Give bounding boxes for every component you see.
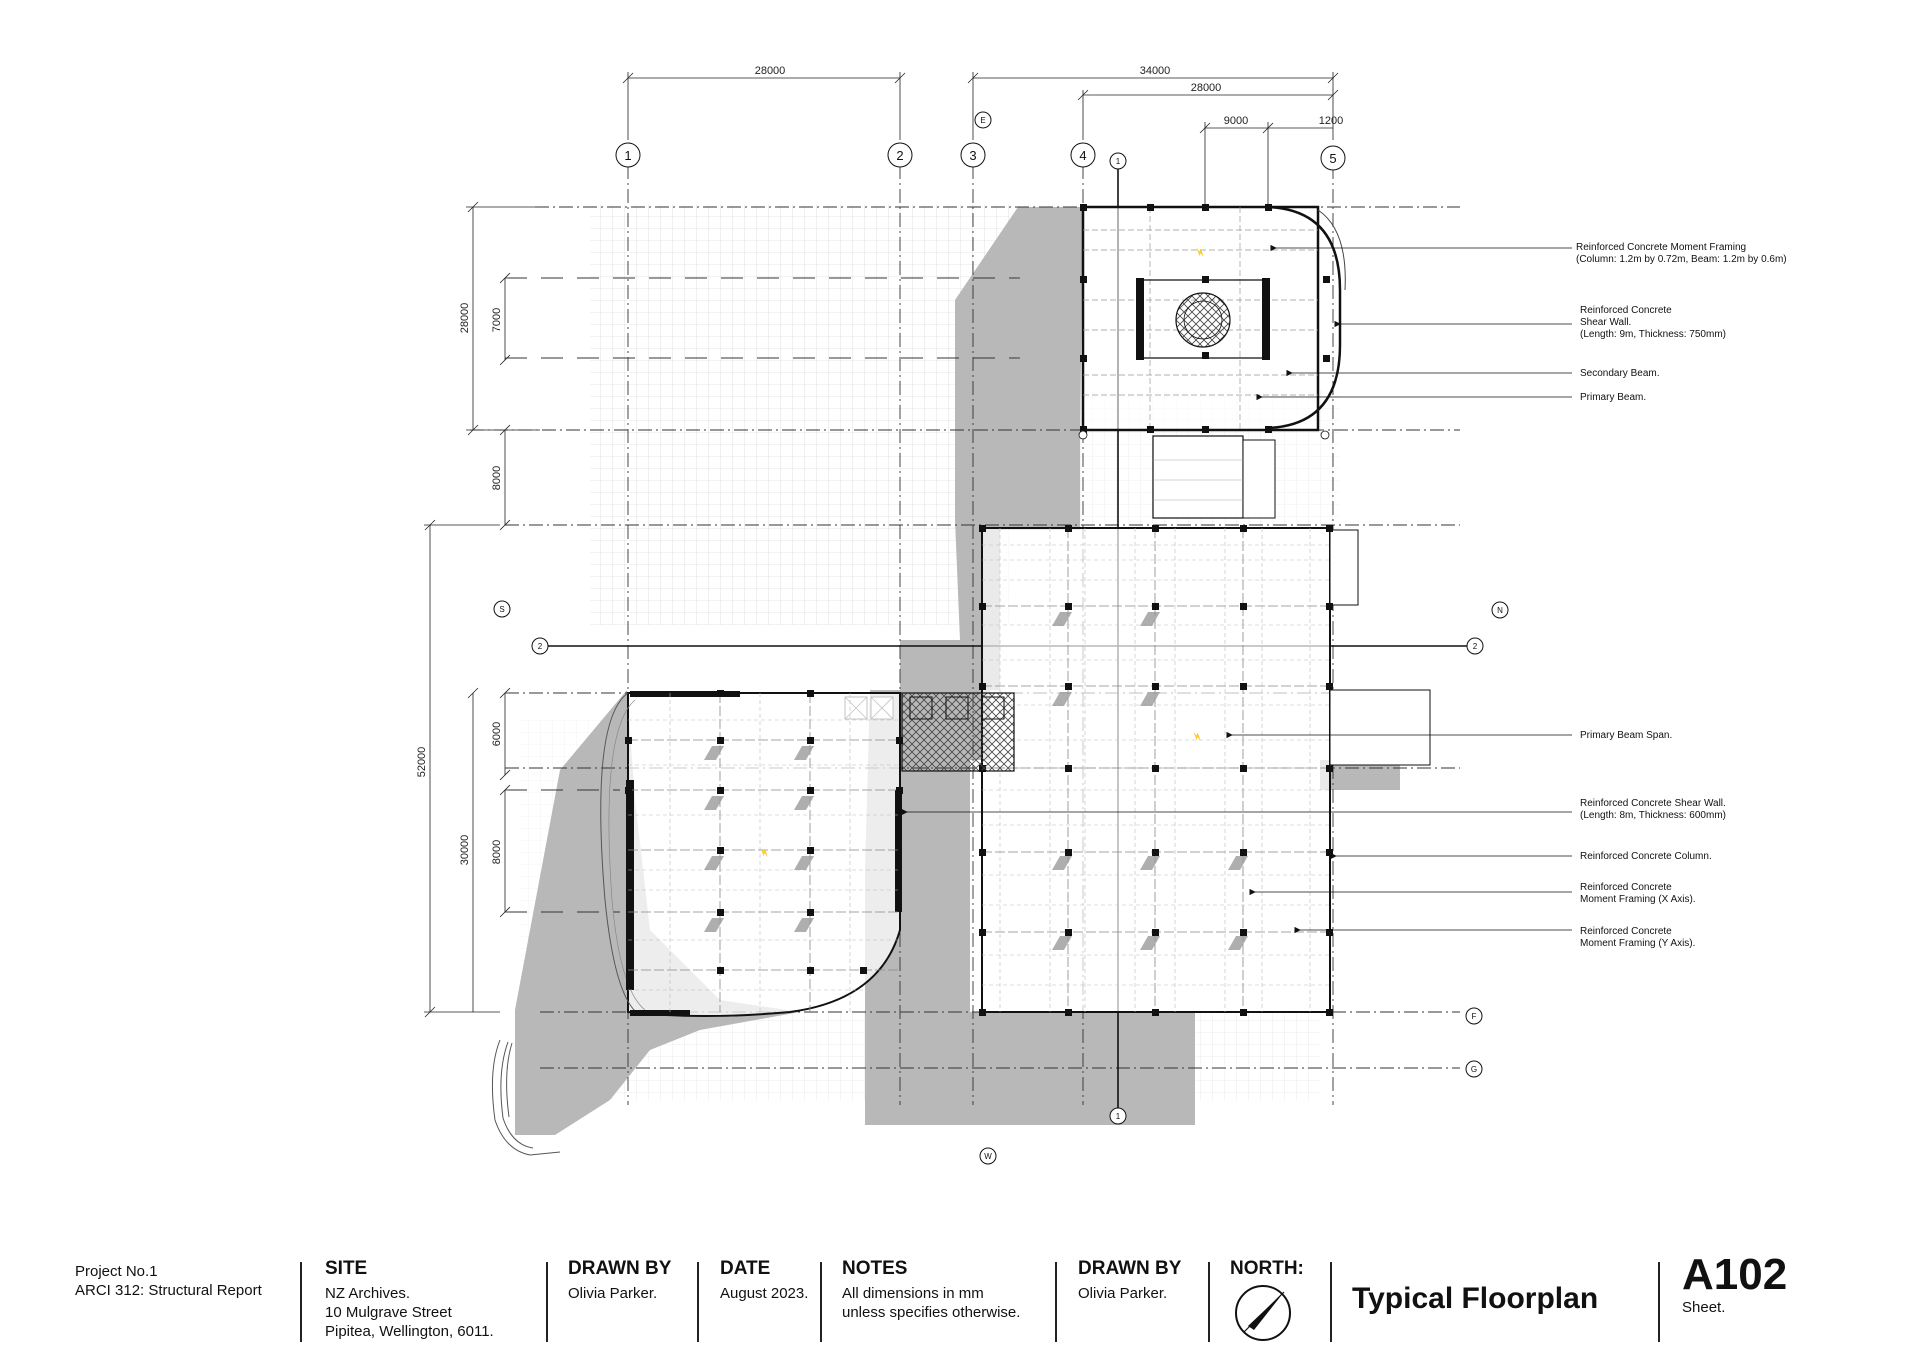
grid-bubbles — [493, 111, 1509, 1165]
sheet-label: Sheet. — [1682, 1299, 1726, 1316]
title-divider — [300, 1262, 302, 1342]
dim-top-bay: 9000 — [1224, 115, 1248, 127]
site-line-1: NZ Archives. — [325, 1285, 411, 1302]
dim-left-upper-total: 28000 — [459, 303, 471, 334]
dim-left-upper-bay: 7000 — [491, 308, 503, 332]
grid-bubble-1: 1 — [624, 148, 631, 163]
long-dash-lines — [505, 277, 1020, 913]
north-section: NORTH: — [1230, 1258, 1304, 1349]
dim-top-right-overall: 34000 — [1140, 65, 1171, 77]
drawn-by-heading-2: DRAWN BY — [1078, 1258, 1182, 1279]
sheet-number: A102 — [1682, 1250, 1788, 1299]
annotation-moment-framing-y: Reinforced Concrete Moment Framing (Y Ax… — [1580, 926, 1695, 949]
project-info: Project No.1 ARCI 312: Structural Report — [75, 1262, 262, 1300]
orientation-east: E — [980, 116, 985, 125]
drawn-by-section: DRAWN BY Olivia Parker. — [568, 1258, 671, 1303]
date-value: August 2023. — [720, 1285, 809, 1302]
course-name: ARCI 312: Structural Report — [75, 1282, 262, 1299]
site-line-3: Pipitea, Wellington, 6011. — [325, 1323, 494, 1340]
orientation-north: N — [1497, 606, 1503, 615]
svg-text:⚡: ⚡ — [1190, 730, 1203, 743]
link-block — [1152, 435, 1276, 519]
title-divider — [1658, 1262, 1660, 1342]
drawn-by-heading: DRAWN BY — [568, 1258, 672, 1279]
site-line-2: 10 Mulgrave Street — [325, 1304, 452, 1321]
dim-top-edge: 1200 — [1319, 115, 1343, 127]
grid-bubble-3: 3 — [969, 148, 976, 163]
annotations: Reinforced Concrete Moment Framing (Colu… — [1576, 242, 1787, 949]
title-divider — [697, 1262, 699, 1342]
dim-top-left: 28000 — [755, 65, 786, 77]
drawing-title: Typical Floorplan — [1352, 1282, 1599, 1315]
svg-text:⚡: ⚡ — [757, 846, 770, 859]
title-divider — [820, 1262, 822, 1342]
left-dimensions — [424, 201, 540, 1018]
drawn-by-section-2: DRAWN BY Olivia Parker. — [1078, 1258, 1181, 1303]
site-section: SITE NZ Archives. 10 Mulgrave Street Pip… — [325, 1258, 494, 1341]
dim-left-lower-sub: 30000 — [459, 835, 471, 866]
annotation-leaders — [901, 244, 1572, 934]
annotation-primary-beam: Primary Beam. — [1580, 392, 1646, 403]
notes-section: NOTES All dimensions in mm unless specif… — [842, 1258, 1020, 1322]
dim-left-lower-bay-a: 6000 — [491, 722, 503, 746]
title-divider — [1055, 1262, 1057, 1342]
title-divider — [1330, 1262, 1332, 1342]
title-divider — [546, 1262, 548, 1342]
notes-line-2: unless specifies otherwise. — [842, 1304, 1021, 1321]
site-heading: SITE — [325, 1258, 368, 1279]
main-columns — [979, 525, 1333, 1016]
orientation-south: S — [499, 605, 504, 614]
annotation-column: Reinforced Concrete Column. — [1580, 851, 1712, 862]
grid-bubble-g: G — [1471, 1065, 1477, 1074]
dim-left-link: 8000 — [491, 466, 503, 490]
annotation-primary-beam-span: Primary Beam Span. — [1580, 730, 1672, 741]
date-section: DATE August 2023. — [720, 1258, 808, 1303]
north-arrow-icon — [1235, 1285, 1291, 1341]
project-number: Project No.1 — [75, 1263, 158, 1280]
grid-bubble-2: 2 — [896, 148, 903, 163]
upper-block: ⚡ — [1078, 204, 1346, 440]
drawn-by-name-2: Olivia Parker. — [1078, 1285, 1168, 1302]
title-divider — [1208, 1262, 1210, 1342]
annotation-secondary-beam: Secondary Beam. — [1580, 368, 1660, 379]
date-heading: DATE — [720, 1258, 771, 1279]
annotation-shear-wall-lower: Reinforced Concrete Shear Wall. (Length:… — [1580, 798, 1729, 821]
annotation-moment-framing-x: Reinforced Concrete Moment Framing (X Ax… — [1580, 882, 1696, 905]
stair-outline — [491, 1039, 561, 1156]
left-block: ⚡ — [600, 690, 903, 1017]
dim-top-right-inner: 28000 — [1191, 82, 1222, 94]
svg-text:⚡: ⚡ — [1193, 246, 1206, 259]
section-marker-2-left: 2 — [538, 642, 543, 651]
dim-left-lower-total: 52000 — [416, 747, 428, 778]
notes-line-1: All dimensions in mm — [842, 1285, 984, 1302]
notes-heading: NOTES — [842, 1258, 908, 1279]
annotation-shear-wall-upper: Reinforced Concrete Shear Wall. (Length:… — [1580, 305, 1726, 340]
sheet-section: A102 Sheet. — [1682, 1252, 1787, 1317]
orientation-west: W — [984, 1152, 992, 1161]
drawn-by-name: Olivia Parker. — [568, 1285, 658, 1302]
dim-left-lower-bay-b: 8000 — [491, 840, 503, 864]
grid-bubble-f: F — [1472, 1012, 1477, 1021]
grid-bubble-5: 5 — [1329, 151, 1336, 166]
top-dimensions — [622, 72, 1339, 210]
section-marker-2-right: 2 — [1473, 642, 1478, 651]
annotation-moment-framing: Reinforced Concrete Moment Framing (Colu… — [1576, 242, 1787, 265]
north-heading: NORTH: — [1230, 1258, 1304, 1279]
section-marker-1-bottom: 1 — [1116, 1112, 1121, 1121]
section-marker-1-top: 1 — [1116, 157, 1121, 166]
main-block: ⚡ — [979, 525, 1431, 1016]
grid-bubble-4: 4 — [1079, 148, 1086, 163]
